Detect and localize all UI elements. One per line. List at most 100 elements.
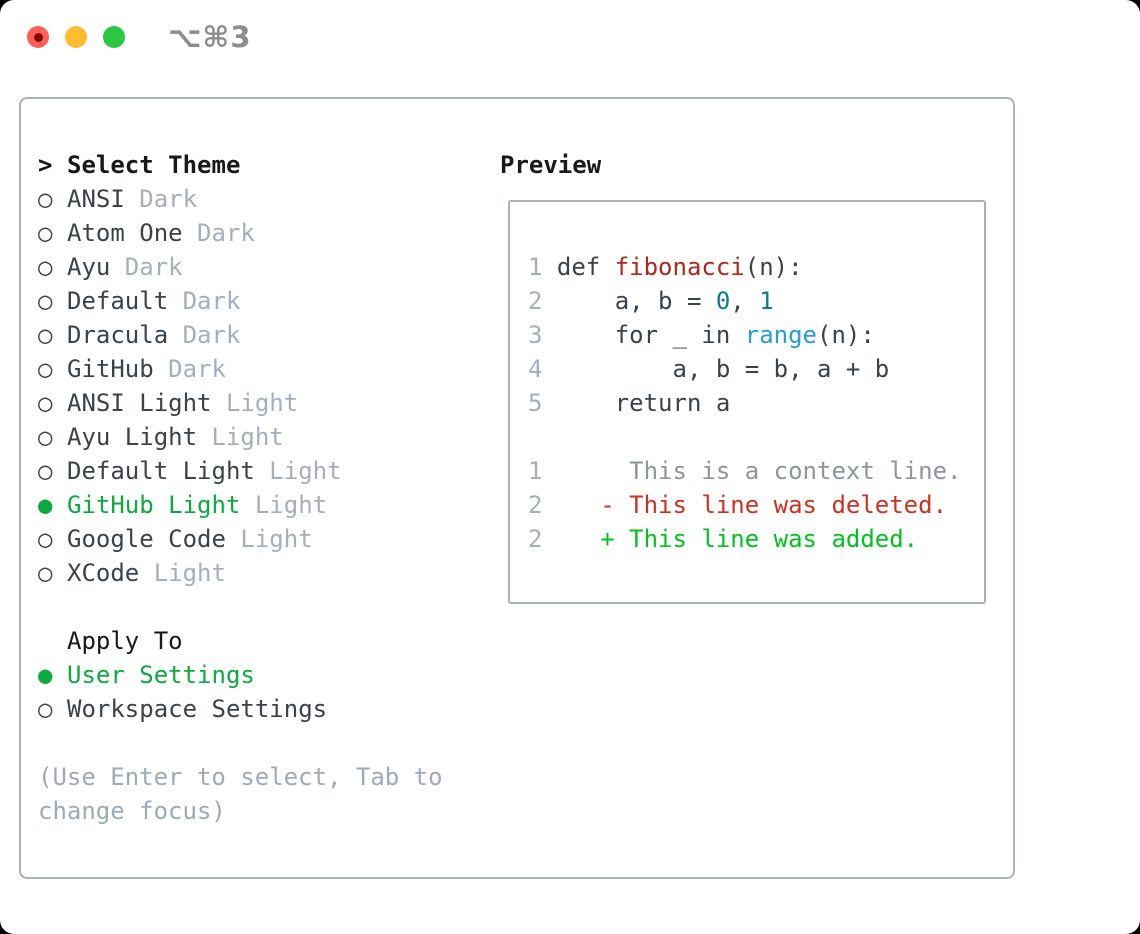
token-ctx: This is a context line. [542,457,962,485]
theme-name: Default Light [67,457,270,485]
minimize-button[interactable] [65,26,87,48]
theme-variant: Light [240,525,313,553]
radio-icon: ○ [38,287,53,315]
preview-line: 1 def fibonacci(n): [528,250,984,284]
theme-option-github-dark[interactable]: ○ GitHub Dark [38,352,488,386]
preview-heading: Preview [500,151,602,179]
radio-icon: ○ [38,219,53,247]
theme-picker-column: >Select Theme○ANSI Dark○Atom One Dark○Ay… [38,148,488,828]
close-button[interactable] [27,26,49,48]
token-builtin: range [744,321,817,349]
token-lnum: 4 [528,355,543,383]
token-code: a, b = b, a + b [542,355,890,383]
theme-name: Google Code [67,525,241,553]
select-theme-heading: >Select Theme [38,148,488,182]
theme-name: XCode [67,559,154,587]
apply-option-workspace-settings[interactable]: ○Workspace Settings [38,692,488,726]
select-theme-heading-label: Select Theme [67,151,241,179]
token-lnum: 5 [528,389,543,417]
token-code: a, b = [542,287,716,315]
theme-option-ayu-dark[interactable]: ○ Ayu Dark [38,250,488,284]
token-lnum: 2 [528,525,543,553]
theme-option-xcode-light[interactable]: ○ XCode Light [38,556,488,590]
theme-variant: Light [211,423,284,451]
theme-variant: Dark [197,219,255,247]
apply-option-user-settings[interactable]: ● User Settings [38,658,488,692]
token-lnum: 1 [528,253,543,281]
theme-variant: Dark [124,253,183,281]
preview-line: 2 - This line was deleted. [528,488,984,522]
theme-name: Dracula [67,321,183,349]
preview-line: 5 return a [528,386,984,420]
token-func: fibonacci [614,253,745,281]
gap [38,590,488,624]
theme-variant: Light [269,457,342,485]
indent [38,624,67,658]
apply-option-label: User Settings [67,661,255,689]
close-dot-icon [33,32,43,42]
apply-to-heading: Apply To [38,624,488,658]
token-code: (n): [744,253,803,281]
preview-line: 4 a, b = b, a + b [528,352,984,386]
radio-icon: ○ [38,525,53,553]
preview-line: 3 for _ in range(n): [528,318,984,352]
theme-option-atom-one-dark[interactable]: ○ Atom One Dark [38,216,488,250]
token-num: 1 [759,287,774,315]
theme-variant: Dark [182,321,241,349]
token-code: , [730,287,760,315]
radio-icon: ○ [38,423,53,451]
preview-line: 2 + This line was added. [528,522,984,556]
token-lnum: 1 [528,457,543,485]
radio-icon: ○ [38,695,53,723]
token-lnum: 2 [528,287,543,315]
token-del: - This line was deleted. [542,491,948,519]
token-num: 0 [715,287,731,315]
zoom-button[interactable] [103,26,125,48]
theme-name: Atom One [67,219,198,247]
radio-icon: ○ [38,457,53,485]
theme-option-ansi-light-light[interactable]: ○ ANSI Light Light [38,386,488,420]
theme-name: Default [67,287,183,315]
preview-line: 1 This is a context line. [528,454,984,488]
token-lnum: 3 [528,321,543,349]
radio-icon: ○ [38,559,53,587]
theme-variant: Dark [139,185,198,213]
radio-icon: ○ [38,389,53,417]
theme-variant: Light [153,559,226,587]
theme-name: GitHub [67,355,169,383]
apply-to-heading-label: Apply To [67,627,183,655]
preview-blank-line [528,420,984,454]
theme-option-ayu-light-light[interactable]: ○ Ayu Light Light [38,420,488,454]
theme-variant: Dark [182,287,241,315]
help-text: (Use Enter to select, Tab to change focu… [38,763,443,825]
radio-icon: ○ [38,355,53,383]
theme-name: Ayu [67,253,125,281]
preview-line: 2 a, b = 0, 1 [528,284,984,318]
theme-variant: Light [254,491,328,519]
radio-icon: ○ [38,321,53,349]
theme-option-ansi-dark[interactable]: ○ANSI Dark [38,182,488,216]
theme-variant: Dark [168,355,226,383]
token-code: def [542,253,615,281]
radio-icon: ○ [38,185,53,213]
token-lnum: 2 [528,491,543,519]
theme-option-google-code-light[interactable]: ○ Google Code Light [38,522,488,556]
window-titlebar: ⌥⌘3 [27,23,252,52]
radio-selected-icon: ● [38,491,53,519]
theme-option-github-light-light[interactable]: ● GitHub Light Light [38,488,488,522]
theme-name: Ayu Light [67,423,212,451]
theme-variant: Light [225,389,299,417]
theme-option-dracula-dark[interactable]: ○ Dracula Dark [38,318,488,352]
token-code: (n): [817,321,875,349]
theme-option-default-light-light[interactable]: ○ Default Light Light [38,454,488,488]
theme-name: ANSI Light [67,389,226,417]
token-code: return a [542,389,731,417]
theme-name: GitHub Light [67,491,255,519]
theme-option-default-dark[interactable]: ○ Default Dark [38,284,488,318]
gap [38,726,488,760]
token-add: + This line was added. [542,525,919,553]
radio-selected-icon: ● [38,661,53,689]
radio-icon: ○ [38,253,53,281]
